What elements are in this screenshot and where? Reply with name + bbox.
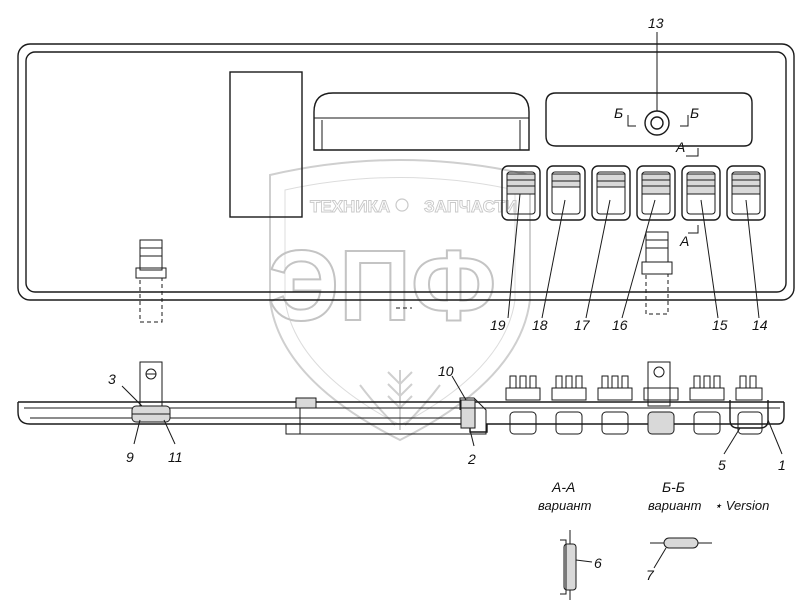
panel-outer-frame <box>17 43 795 301</box>
callout-17: 17 <box>574 317 591 333</box>
version-note: ⋆ Version <box>714 498 769 513</box>
watermark-shield <box>269 159 531 442</box>
callout-11: 11 <box>168 449 183 465</box>
callout-9: 9 <box>126 449 134 465</box>
callout-3: 3 <box>108 371 116 387</box>
panel-side-view <box>17 361 785 435</box>
section-mark-a-top: А <box>675 139 685 155</box>
hinge-clip-middle <box>641 231 673 315</box>
section-view-bb: Б-Б вариант ⋆ Version <box>648 479 769 569</box>
watermark-shield-inner <box>284 177 516 426</box>
switch-18 <box>546 165 586 221</box>
watermark-logo-letters: ЭПФ <box>268 230 496 342</box>
clip-3 <box>131 361 171 423</box>
section-marks: Б Б А А <box>614 105 699 249</box>
callout-1: 1 <box>778 457 786 473</box>
indicator-lamp-outer <box>644 110 670 136</box>
watermark: ТЕХНИКА ЗАПЧАСТИ ЭПФ <box>267 159 531 442</box>
switch-body-side-2 <box>551 375 587 435</box>
switch-16 <box>636 165 676 221</box>
panel-front-view <box>17 43 795 323</box>
callout-13: 13 <box>648 15 664 31</box>
switch-body-side-4 <box>643 361 679 435</box>
watermark-brand-right: ЗАПЧАСТИ <box>424 197 517 216</box>
instrument-window <box>545 92 753 147</box>
callout-19: 19 <box>490 317 506 333</box>
section-mark-b-left: Б <box>614 105 623 121</box>
switch-body-side-5 <box>689 375 725 435</box>
switch-19 <box>501 165 541 221</box>
section-bb-subtitle: вариант <box>648 498 702 513</box>
callout-2: 2 <box>467 451 476 467</box>
leaders-bottom <box>121 375 783 455</box>
gear-icon <box>395 198 409 212</box>
leaders-top <box>507 32 760 319</box>
left-window-cutout <box>229 71 303 218</box>
section-aa-title: А-А <box>551 479 575 495</box>
bracket-2 <box>285 397 487 435</box>
switch-body-side-1 <box>505 375 541 435</box>
section-bb-title: Б-Б <box>662 479 685 495</box>
section-view-aa: А-А вариант <box>538 479 593 600</box>
callout-labels: 13 19 18 17 16 15 14 3 10 9 11 2 5 1 6 7 <box>108 15 786 583</box>
switch-17 <box>591 165 631 221</box>
section-mark-b-right: Б <box>690 105 699 121</box>
handle-recess <box>313 92 530 151</box>
switch-body-side-6 <box>729 375 769 435</box>
switch-bodies-side <box>505 361 769 435</box>
callout-16: 16 <box>612 317 628 333</box>
callout-6: 6 <box>594 555 602 571</box>
panel-inner-frame <box>25 51 787 293</box>
section-aa-subtitle: вариант <box>538 498 592 513</box>
callout-5: 5 <box>718 457 726 473</box>
callout-7: 7 <box>646 567 655 583</box>
section-mark-a-bottom: А <box>679 233 689 249</box>
hinge-clip-left <box>135 239 167 323</box>
switch-15 <box>681 165 721 221</box>
callout-10: 10 <box>438 363 454 379</box>
indicator-lamp-inner <box>650 116 664 130</box>
callout-14: 14 <box>752 317 768 333</box>
switch-row <box>501 165 766 221</box>
switch-14 <box>726 165 766 221</box>
callout-18: 18 <box>532 317 548 333</box>
watermark-brand-left: ТЕХНИКА <box>310 197 390 216</box>
wheat-icon <box>359 370 441 430</box>
switch-body-side-3 <box>597 375 633 435</box>
callout-15: 15 <box>712 317 728 333</box>
